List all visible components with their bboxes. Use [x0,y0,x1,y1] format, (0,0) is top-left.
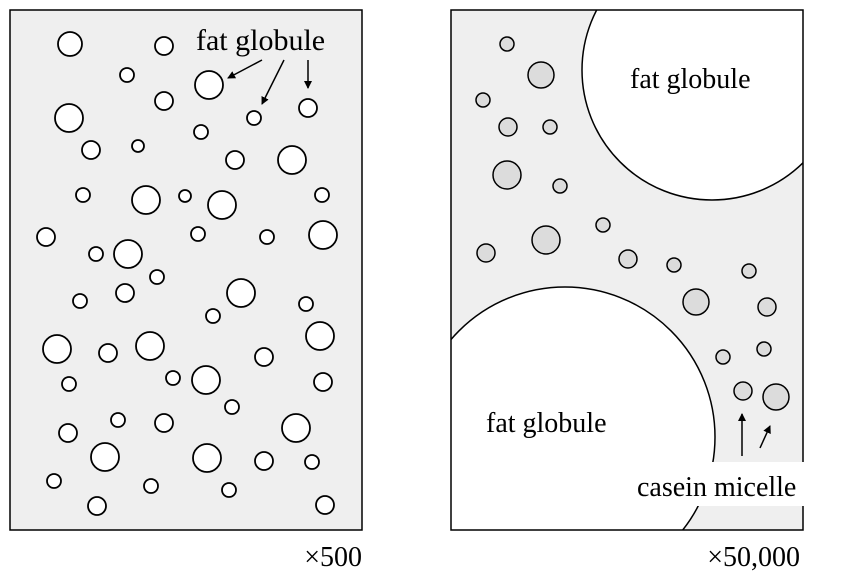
arrow-left-2 [261,59,285,105]
fat-globule-small [304,454,320,470]
casein-micelle [757,297,777,317]
fat-globule-small [90,442,120,472]
casein-micelle [715,349,731,365]
magnification-right: ×50,000 [707,542,800,573]
fat-globule-label-bottom: fat globule [486,408,607,439]
fat-globule-small [88,246,104,262]
casein-micelle [756,341,772,357]
casein-micelle [741,263,757,279]
fat-globule-small [87,496,107,516]
fat-globule-label-left: fat globule [196,24,325,57]
fat-globule-small [110,412,126,428]
fat-globule-small [178,189,192,203]
fat-globule-small [226,278,256,308]
fat-globule-small [190,226,206,242]
arrow-micelle-2 [759,425,771,449]
fat-globule-small [115,283,135,303]
fat-globule-label-top: fat globule [630,64,751,95]
fat-globule-small [281,413,311,443]
large-fat-globule-top [581,10,803,201]
magnification-left: ×500 [304,542,362,573]
fat-globule-small [154,91,174,111]
fat-globule-small [315,495,335,515]
fat-globule-small [46,473,62,489]
casein-micelle [733,381,753,401]
fat-globule-small [98,343,118,363]
fat-globule-small [224,399,240,415]
casein-micelles [475,36,790,411]
casein-micelle [499,36,515,52]
fat-globule-small [246,110,262,126]
fat-globule-small [193,124,209,140]
casein-micelle [531,225,561,255]
fat-globule-small [313,372,333,392]
fat-globule-small [143,478,159,494]
fat-globule-small [298,296,314,312]
casein-micelle [475,92,491,108]
fat-globule-small [254,451,274,471]
fat-globule-small [131,185,161,215]
fat-globule-small [58,423,78,443]
casein-micelle [498,117,518,137]
left-globules [36,31,338,516]
fat-globule-small [314,187,330,203]
casein-micelle [762,383,790,411]
fat-globule-small [305,321,335,351]
fat-globule-small [131,139,145,153]
left-panel-frame [9,9,363,531]
arrow-left-1 [227,59,263,79]
fat-globule-small [72,293,88,309]
fat-globule-small [36,227,56,247]
fat-globule-small [135,331,165,361]
fat-globule-small [165,370,181,386]
fat-globule-small [192,443,222,473]
casein-micelle [552,178,568,194]
casein-micelle [492,160,522,190]
fat-globule-small [308,220,338,250]
fat-globule-small [54,103,84,133]
fat-globule-small [277,145,307,175]
fat-globule-small [81,140,101,160]
fat-globule-small [194,70,224,100]
casein-micelle [476,243,496,263]
fat-globule-small [191,365,221,395]
fat-globule-small [75,187,91,203]
fat-globule-small [154,413,174,433]
fat-globule-small [42,334,72,364]
casein-micelle [595,217,611,233]
casein-micelle [618,249,638,269]
fat-globule-small [298,98,318,118]
fat-globule-small [254,347,274,367]
casein-micelle [527,61,555,89]
casein-micelle [542,119,558,135]
fat-globule-small [57,31,83,57]
micelle-label-backdrop [636,462,812,506]
fat-globule-small [119,67,135,83]
fat-globule-small [225,150,245,170]
casein-micelle-label: casein micelle [637,472,796,503]
fat-globule-small [61,376,77,392]
fat-globule-small [221,482,237,498]
casein-micelle [666,257,682,273]
fat-globule-small [259,229,275,245]
fat-globule-small [207,190,237,220]
left-panel: fat globule ×500 [9,9,363,573]
fat-globule-small [154,36,174,56]
fat-globule-small [205,308,221,324]
fat-globule-small [149,269,165,285]
fat-globule-small [113,239,143,269]
right-panel: fat globule fat globule casein micelle ×… [450,9,812,573]
casein-micelle [682,288,710,316]
